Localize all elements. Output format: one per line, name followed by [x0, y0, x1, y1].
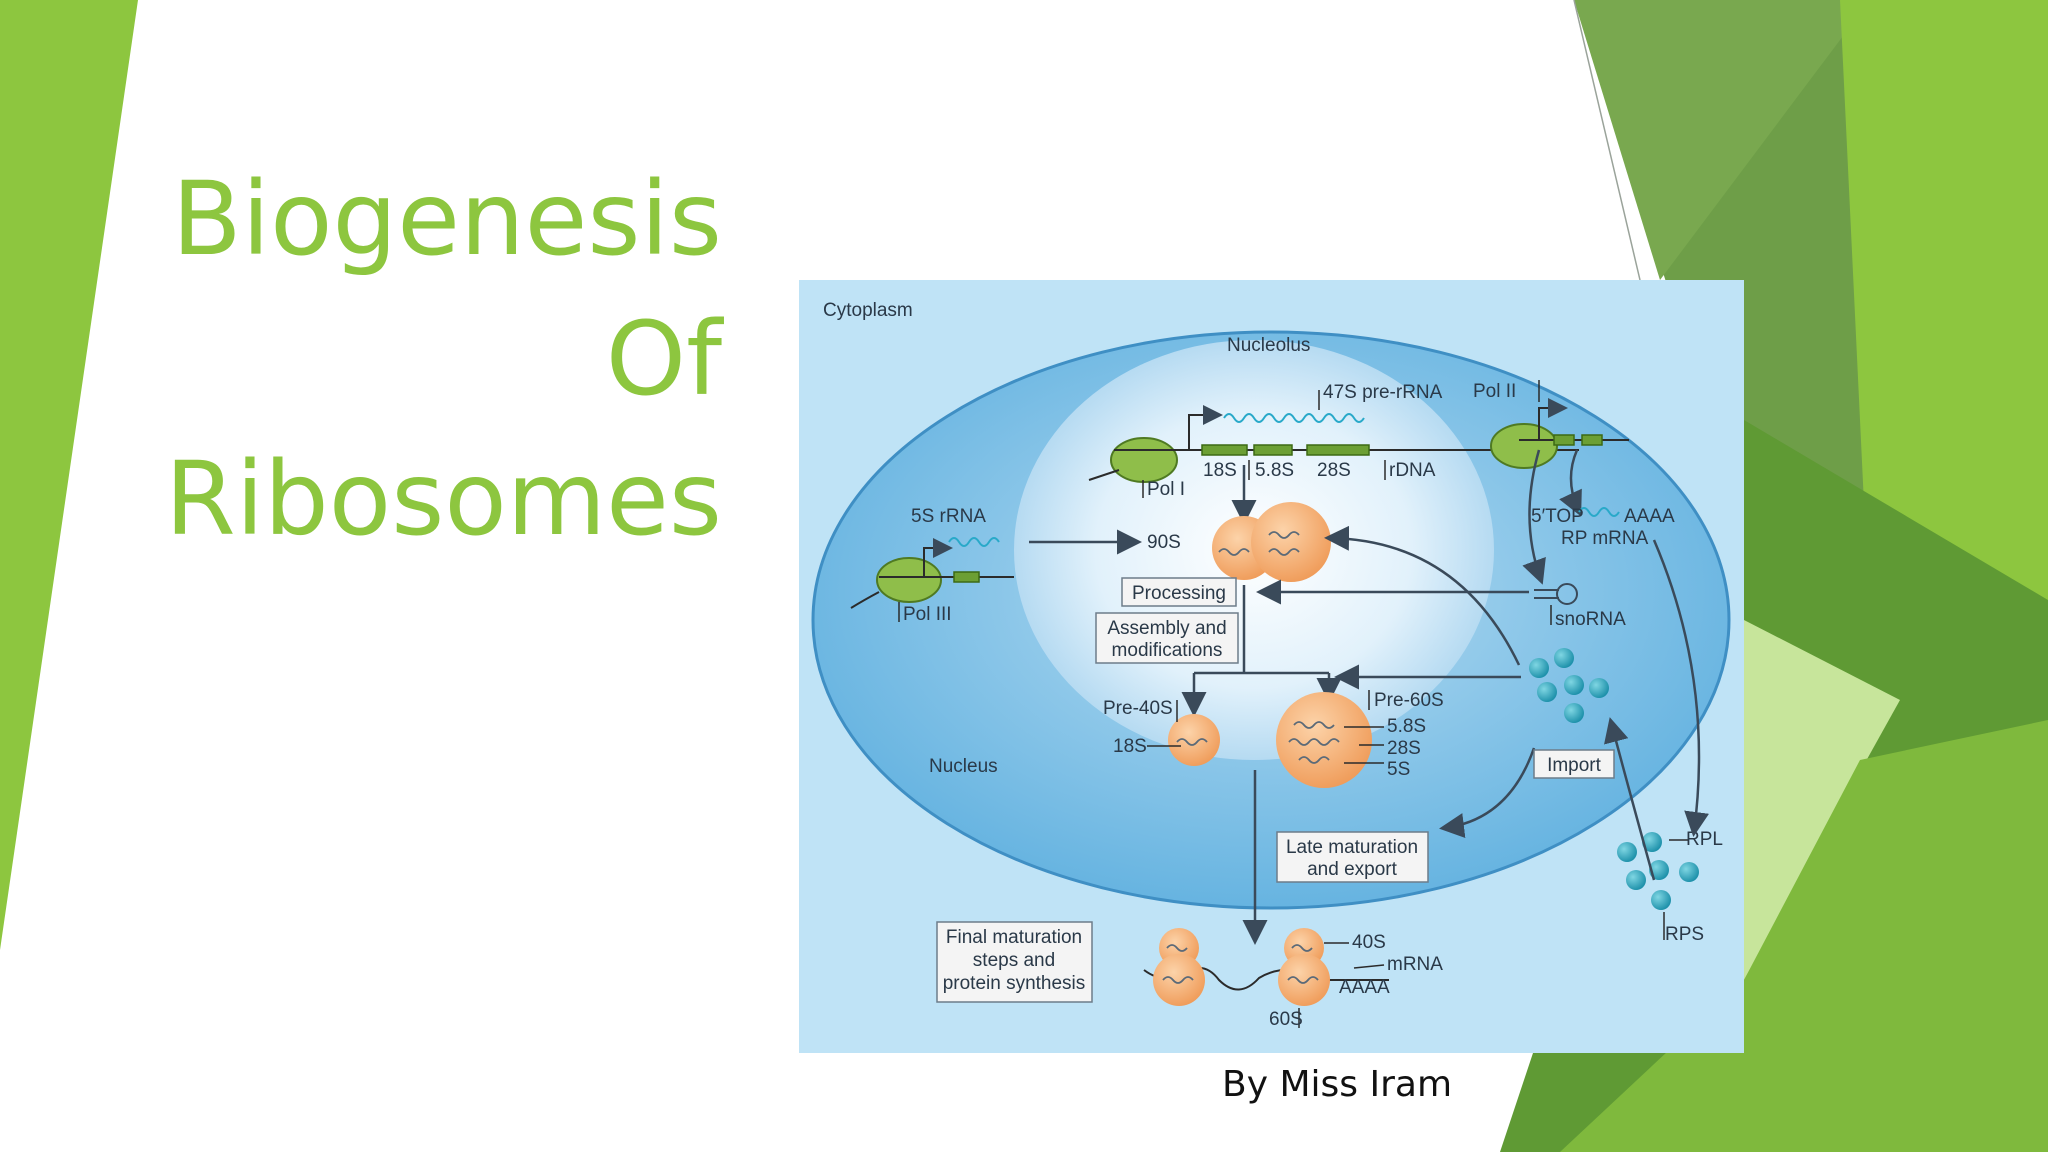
late-maturation-label-line2: and export: [1307, 859, 1398, 880]
rdna-label: rDNA: [1389, 460, 1436, 481]
cytoplasm-label: Cytoplasm: [823, 300, 913, 321]
pol2-enzyme: [1490, 423, 1558, 469]
pol3-label: Pol III: [903, 604, 952, 625]
snorna: snoRNA: [1534, 583, 1626, 630]
assembly-label-line1: Assembly and: [1107, 618, 1226, 639]
title-line-3: Ribosomes: [164, 440, 722, 559]
translation-aaaa-label: AAAA: [1339, 977, 1390, 998]
title-line-2: Of: [605, 300, 722, 419]
pol1-enzyme: [1110, 437, 1178, 483]
pre-60s-5s-label: 5S: [1387, 759, 1410, 780]
late-maturation-label-line1: Late maturation: [1286, 837, 1418, 858]
5s-rrna-label: 5S rRNA: [911, 506, 986, 527]
slide-title: Biogenesis Of Ribosomes: [22, 150, 722, 570]
ribosomal-proteins-nucleus: [1529, 648, 1609, 723]
pol2-label: Pol II: [1473, 381, 1516, 402]
title-line-1: Biogenesis: [171, 160, 722, 279]
pre-rrna-wave: [1223, 413, 1365, 423]
nucleus-label: Nucleus: [929, 756, 998, 777]
pre-40s-18s-label: 18S: [1113, 736, 1147, 757]
pre-60s-label: Pre-60S: [1374, 690, 1444, 711]
translation-40s-label: 40S: [1352, 932, 1386, 953]
right-pale-green-shape: [1744, 620, 1900, 980]
final-maturation-label-line2: steps and: [973, 950, 1055, 971]
rdna-5-8s-label: 5.8S: [1255, 460, 1294, 481]
assembly-label-line2: modifications: [1112, 640, 1223, 661]
final-maturation-label-line3: protein synthesis: [943, 973, 1086, 994]
late-maturation-box: Late maturation and export: [1276, 831, 1429, 883]
5top-label: 5′TOP: [1531, 506, 1584, 527]
mrna-aaaa-label: AAAA: [1624, 506, 1675, 527]
import-box: Import: [1533, 749, 1615, 779]
left-green-shape: [0, 0, 138, 950]
pre-60s-particle: Pre-60S 5.8S 28S 5S: [1276, 690, 1444, 788]
pre-40s-particle: Pre-40S 18S: [1103, 698, 1220, 766]
author-credit: By Miss Iram: [1222, 1064, 1453, 1105]
particle-90s: 90S: [1147, 502, 1331, 582]
pol3-enzyme: [876, 557, 942, 603]
rdna-18s-label: 18S: [1203, 460, 1237, 481]
rp-mrna-label: RP mRNA: [1561, 528, 1649, 549]
particle-90s-label: 90S: [1147, 532, 1181, 553]
pol1-label: Pol I: [1147, 479, 1185, 500]
rdna-28s-label: 28S: [1317, 460, 1351, 481]
snorna-label: snoRNA: [1555, 609, 1626, 630]
translation-mrna-label: mRNA: [1387, 954, 1443, 975]
right-top-green-shape: [1574, 0, 1870, 280]
ribosome-biogenesis-figure: Cytoplasm Nucleolus Nucleus 47S pre-rRNA…: [799, 280, 1744, 1053]
nucleolus-label: Nucleolus: [1227, 335, 1310, 356]
pol3-gene: 5S rRNA Pol III: [850, 506, 1014, 625]
processing-box: Processing: [1121, 577, 1237, 607]
pre-60s-28s-label: 28S: [1387, 738, 1421, 759]
final-maturation-box: Final maturation steps and protein synth…: [936, 921, 1093, 1003]
ribosomal-proteins-cytoplasm: RPL RPS: [1617, 829, 1723, 945]
pol2-gene: Pol II 5′TOP AAAA RP mRNA: [1473, 380, 1675, 549]
final-maturation-label-line1: Final maturation: [946, 927, 1082, 948]
translating-ribosomes: 40S mRNA AAAA 60S: [1143, 928, 1443, 1030]
pre-60s-5-8s-label: 5.8S: [1387, 716, 1426, 737]
pre-40s-label: Pre-40S: [1103, 698, 1173, 719]
processing-label: Processing: [1132, 583, 1226, 604]
import-label: Import: [1547, 755, 1602, 776]
rps-label: RPS: [1665, 924, 1704, 945]
assembly-box: Assembly and modifications: [1095, 612, 1239, 664]
pre-rrna-label: 47S pre-rRNA: [1323, 382, 1443, 403]
rpl-label: RPL: [1686, 829, 1723, 850]
translation-60s-label: 60S: [1269, 1009, 1303, 1030]
